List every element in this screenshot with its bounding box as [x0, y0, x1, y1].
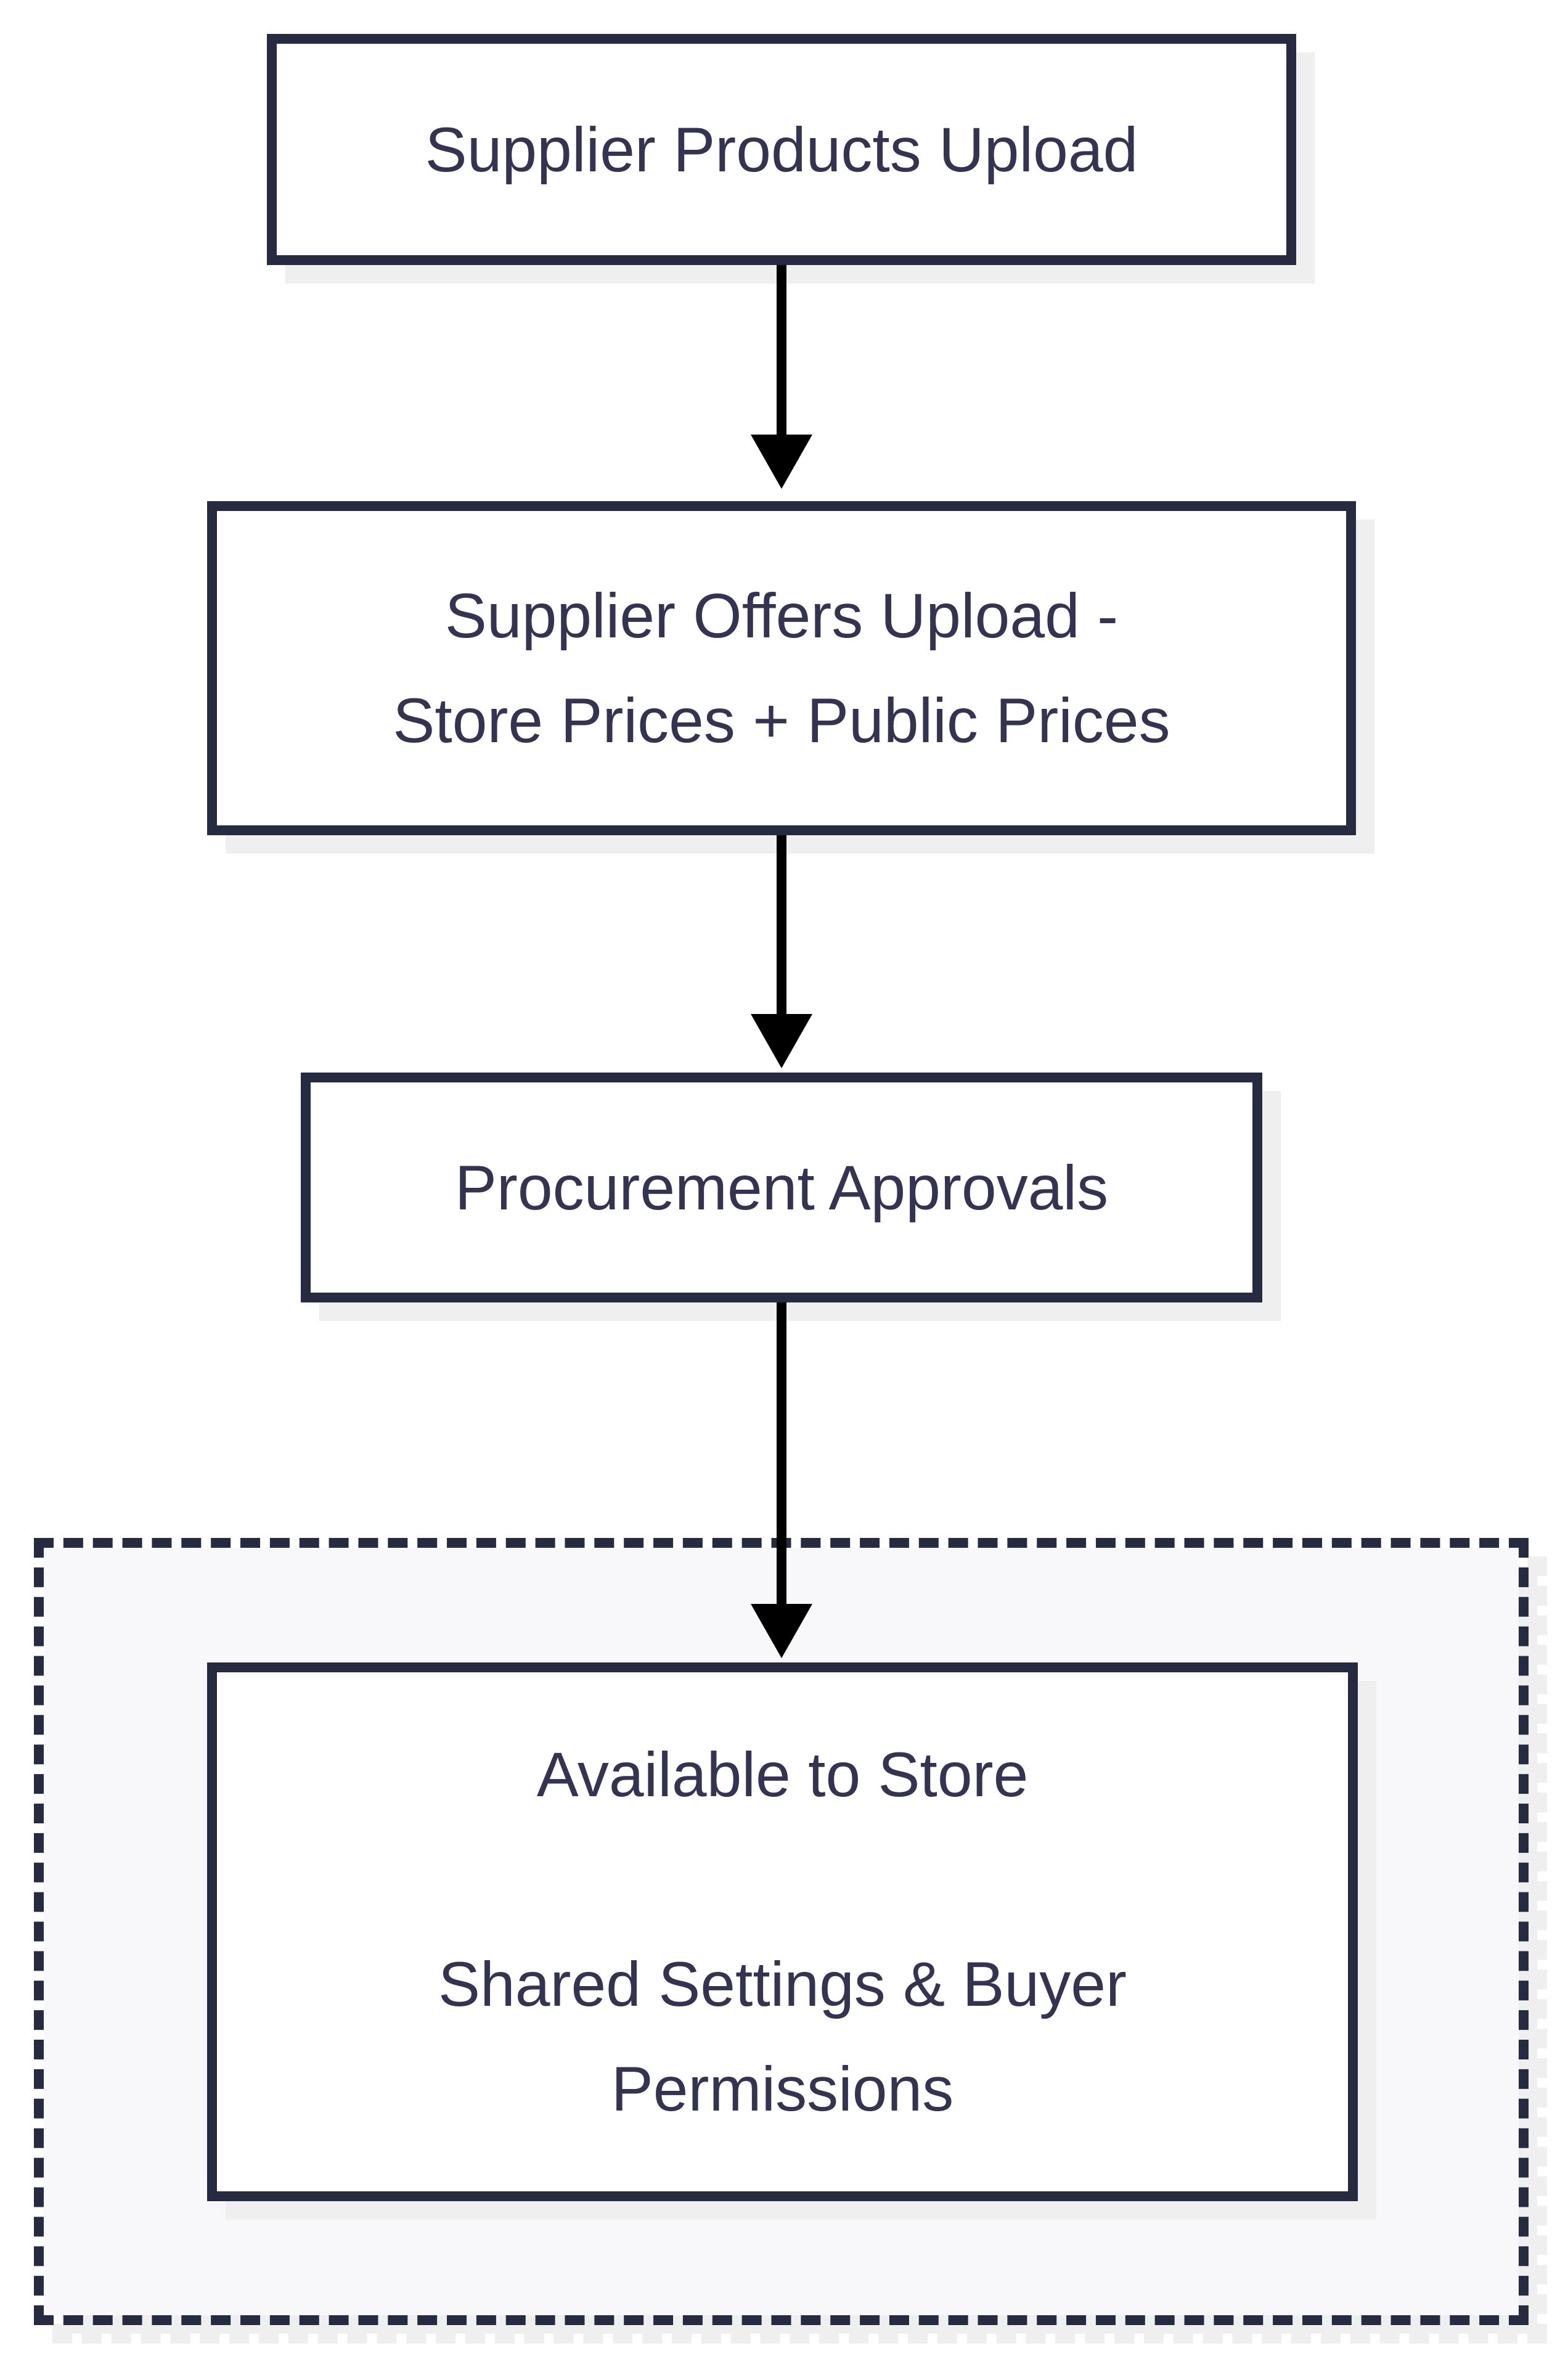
arrow-offers-to-approvals [751, 835, 812, 1068]
arrow-shaft [777, 1302, 786, 1604]
arrow-products-to-offers [751, 265, 812, 489]
node-label-line-2: Shared Settings & Buyer Permissions [438, 1949, 1127, 2124]
node-supplier-products-upload: Supplier Products Upload [267, 34, 1296, 265]
node-supplier-offers-upload: Supplier Offers Upload - Store Prices + … [207, 501, 1356, 835]
node-procurement-approvals: Procurement Approvals [301, 1073, 1262, 1302]
arrow-head-down-icon [751, 1604, 812, 1658]
arrow-shaft [777, 835, 786, 1014]
node-label: Supplier Products Upload [425, 114, 1138, 185]
node-label-line-1: Available to Store [536, 1739, 1029, 1810]
arrow-head-down-icon [751, 435, 812, 489]
arrow-approvals-to-available [751, 1302, 812, 1658]
node-label: Procurement Approvals [454, 1152, 1109, 1223]
node-label-line-1: Supplier Offers Upload - [444, 581, 1119, 651]
node-label-line-2: Store Prices + Public Prices [393, 685, 1170, 756]
arrow-shaft [777, 265, 786, 435]
arrow-head-down-icon [751, 1014, 812, 1068]
node-available-to-store: Available to Store Shared Settings & Buy… [207, 1662, 1358, 2201]
